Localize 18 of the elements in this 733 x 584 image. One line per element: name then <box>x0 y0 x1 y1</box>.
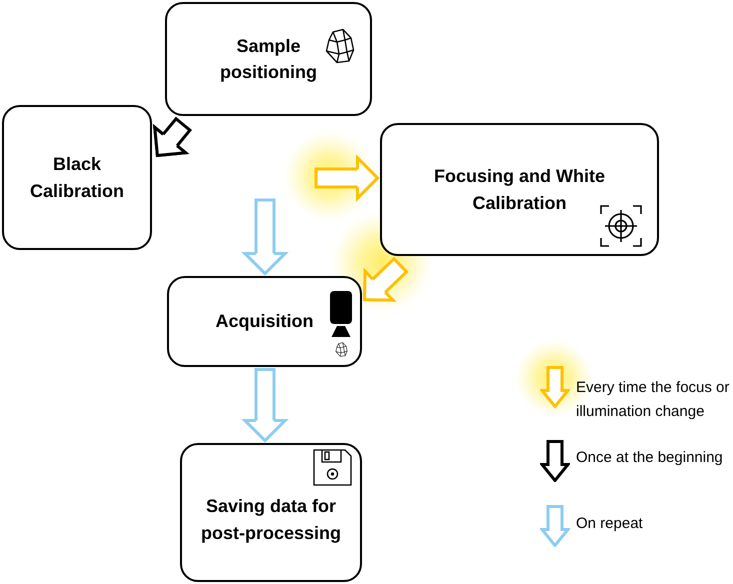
step-label: Focusing and White Calibration <box>433 165 606 214</box>
block-arrow <box>241 198 289 275</box>
block-arrow <box>314 154 379 202</box>
process-box <box>180 443 362 582</box>
block-arrow <box>363 256 409 302</box>
process-box <box>2 105 152 250</box>
legend-label: On repeat <box>576 514 644 534</box>
step-label: Black Calibration <box>28 153 125 202</box>
step-label: Saving data for post-processing <box>200 495 342 545</box>
process-box <box>167 276 362 367</box>
process-box <box>165 2 372 116</box>
legend-label: Once at the beginning <box>576 448 724 468</box>
block-arrow <box>241 368 289 442</box>
step-label: Acquisition <box>216 310 314 334</box>
legend-label: Every time the focus or illumination change <box>576 378 730 422</box>
process-box <box>380 123 659 256</box>
block-arrow <box>152 116 192 157</box>
step-label: Sample positioning <box>219 34 318 84</box>
